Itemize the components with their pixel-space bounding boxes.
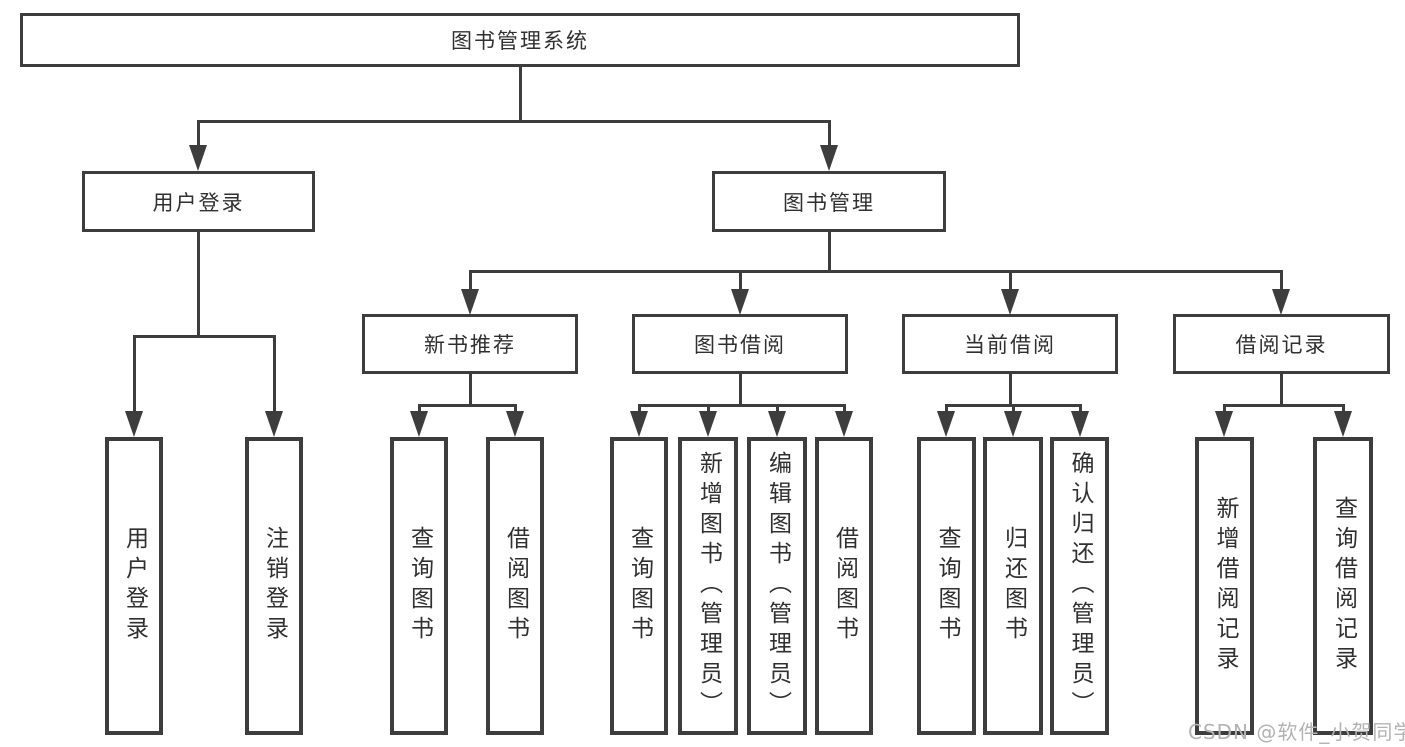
connector-bookmgmt-stem: [827, 231, 831, 273]
connector-root-bar: [196, 120, 831, 123]
connector-arrow-stem: [637, 404, 641, 414]
leaf-cb-query-books: 查询图书: [917, 437, 976, 735]
down-arrowhead-icon: [835, 411, 853, 437]
connector-arrow-stem: [1279, 270, 1283, 292]
down-arrowhead-icon: [410, 411, 428, 437]
leaf-nbr-borrow-books: 借阅图书: [486, 437, 544, 735]
down-arrowhead-icon: [1215, 411, 1233, 437]
down-arrowhead-icon: [125, 411, 143, 437]
leaf-bb-borrow-books: 借阅图书: [815, 437, 873, 735]
connector-arrow-stem: [944, 404, 948, 414]
node-new-book-recommendation: 新书推荐: [362, 314, 578, 374]
leaf-br-add-record: 新增借阅记录: [1195, 437, 1254, 735]
connector-nbr-bar: [417, 404, 517, 407]
down-arrowhead-icon: [937, 411, 955, 437]
connector-nbr-stem: [468, 372, 472, 407]
node-book-management: 图书管理: [712, 171, 946, 232]
leaf-bb-edit-book-admin: 编辑图书（管理员）: [747, 437, 807, 735]
node-current-borrowing: 当前借阅: [902, 314, 1118, 374]
connector-arrow-stem: [706, 404, 710, 414]
connector-arrow-stem: [196, 120, 200, 148]
leaf-nbr-query-books: 查询图书: [390, 437, 448, 735]
connector-br-bar: [1222, 404, 1344, 407]
down-arrowhead-icon: [1334, 411, 1352, 437]
down-arrowhead-icon: [731, 289, 749, 315]
down-arrowhead-icon: [1071, 411, 1089, 437]
connector-bb-bar: [637, 404, 846, 407]
down-arrowhead-icon: [699, 411, 717, 437]
node-book-borrowing: 图书借阅: [632, 314, 848, 374]
connector-br-stem: [1279, 372, 1283, 407]
leaf-cb-return-books: 归还图书: [983, 437, 1043, 735]
leaf-bb-add-book-admin: 新增图书（管理员）: [678, 437, 738, 735]
node-root: 图书管理系统: [20, 13, 1020, 67]
connector-userlogin-stem: [196, 231, 200, 338]
leaf-br-query-record: 查询借阅记录: [1313, 437, 1373, 735]
node-borrowing-records: 借阅记录: [1173, 314, 1390, 374]
connector-arrow-stem: [417, 404, 421, 414]
down-arrowhead-icon: [461, 289, 479, 315]
down-arrowhead-icon: [768, 411, 786, 437]
connector-arrow-stem: [468, 270, 472, 292]
csdn-watermark: CSDN @软件_小贺同学: [1188, 720, 1405, 744]
down-arrowhead-icon: [265, 411, 283, 437]
connector-arrow-stem: [827, 120, 831, 148]
down-arrowhead-icon: [506, 411, 524, 437]
leaf-user-login: 用户登录: [105, 437, 163, 735]
leaf-bb-query-books: 查询图书: [610, 437, 668, 735]
down-arrowhead-icon: [630, 411, 648, 437]
connector-arrow-stem: [272, 335, 276, 413]
connector-arrow-stem: [842, 404, 846, 414]
connector-arrow-stem: [1078, 404, 1082, 414]
connector-arrow-stem: [132, 335, 136, 413]
down-arrowhead-icon: [1004, 411, 1022, 437]
down-arrowhead-icon: [1272, 289, 1290, 315]
leaf-cb-confirm-return-admin: 确认归还（管理员）: [1050, 437, 1109, 735]
down-arrowhead-icon: [820, 145, 838, 171]
connector-arrow-stem: [775, 404, 779, 414]
connector-arrow-stem: [1008, 270, 1012, 292]
connector-bb-stem: [738, 372, 742, 407]
connector-arrow-stem: [513, 404, 517, 414]
connector-cb-stem: [1008, 372, 1012, 407]
down-arrowhead-icon: [1001, 289, 1019, 315]
connector-userlogin-bar: [132, 335, 276, 338]
connector-arrow-stem: [738, 270, 742, 292]
connector-bookmgmt-bar: [468, 270, 1283, 273]
leaf-logout: 注销登录: [245, 437, 303, 735]
connector-root-stem: [518, 66, 522, 123]
connector-arrow-stem: [1011, 404, 1015, 414]
connector-arrow-stem: [1341, 404, 1345, 414]
node-user-login: 用户登录: [82, 171, 315, 232]
down-arrowhead-icon: [189, 145, 207, 171]
connector-arrow-stem: [1222, 404, 1226, 414]
